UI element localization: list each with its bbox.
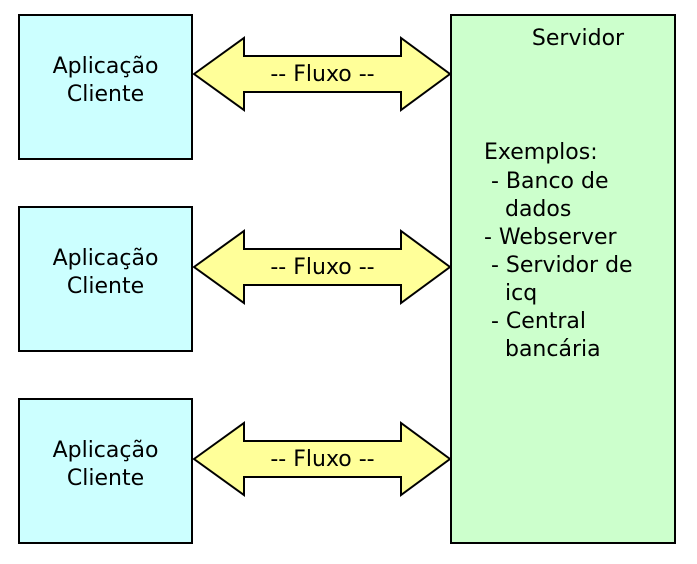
client-application-label: Aplicação Cliente xyxy=(52,54,159,107)
client-application-box: Aplicação Cliente xyxy=(18,14,193,160)
flow-arrow: -- Fluxo -- xyxy=(193,421,452,497)
flow-arrow: -- Fluxo -- xyxy=(193,229,452,305)
example-item: - Central xyxy=(484,309,587,334)
example-item: dados xyxy=(484,197,572,222)
example-item: - Webserver xyxy=(484,225,617,250)
server-title: Servidor xyxy=(531,26,625,51)
examples-heading: Exemplos: xyxy=(484,140,598,165)
examples-list: - Banco de dados - Webserver - Servidor … xyxy=(484,168,633,364)
flow-label: -- Fluxo -- xyxy=(270,254,375,280)
example-item: icq xyxy=(484,281,538,306)
client-application-box: Aplicação Cliente xyxy=(18,398,193,544)
client-application-label: Aplicação Cliente xyxy=(52,246,159,299)
client-application-label: Aplicação Cliente xyxy=(52,438,159,491)
example-item: bancária xyxy=(484,337,601,362)
flow-label: -- Fluxo -- xyxy=(270,446,375,472)
flow-label: -- Fluxo -- xyxy=(270,61,375,87)
example-item: - Servidor de xyxy=(484,253,633,278)
client-application-box: Aplicação Cliente xyxy=(18,206,193,352)
example-item: - Banco de xyxy=(484,169,609,194)
flow-arrow: -- Fluxo -- xyxy=(193,36,452,112)
server-box: Servidor Exemplos: - Banco de dados - We… xyxy=(450,14,676,544)
